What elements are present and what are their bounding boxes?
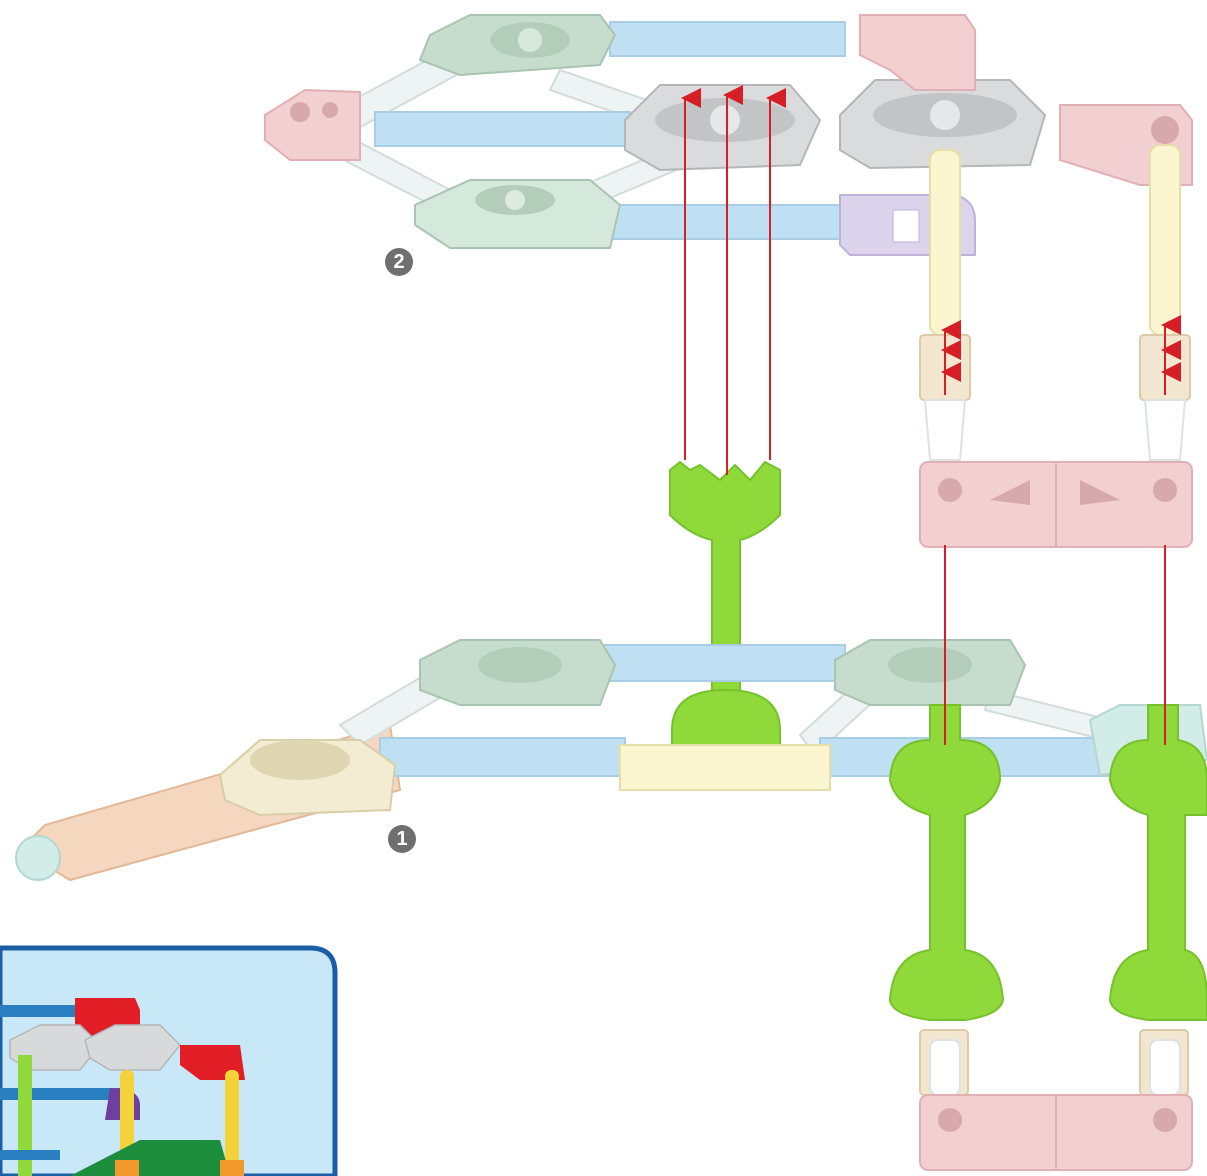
lower-pink-bridge <box>919 1094 1193 1171</box>
upper-left-pink-connector <box>264 88 361 161</box>
inset-preview <box>0 945 338 1176</box>
upper-top-green-hub <box>418 14 617 77</box>
upper-gray-hub-right <box>839 79 1047 170</box>
upper-gray-hub-left <box>624 84 822 172</box>
step-number-badge-2: 2 <box>385 248 413 276</box>
lower-assembly <box>15 639 1207 1171</box>
step-number-badge-1: 1 <box>388 825 416 853</box>
upper-bottom-green-hub <box>414 179 622 249</box>
upper-cream-clips <box>919 334 1191 401</box>
upper-top-right-pink-connector <box>859 14 976 91</box>
lower-cream-base <box>619 744 831 791</box>
lower-green-hub-left <box>419 639 617 706</box>
lower-cream-hub <box>218 739 397 817</box>
middle-green-spacer <box>669 460 781 756</box>
lower-blue-rods <box>379 644 1111 777</box>
upper-assembly <box>264 14 1193 548</box>
pink-bridge-connector <box>919 461 1193 548</box>
lower-green-hub-right <box>834 639 1027 706</box>
assembly-guides <box>681 85 1181 745</box>
upper-yellow-rods <box>929 144 1181 336</box>
